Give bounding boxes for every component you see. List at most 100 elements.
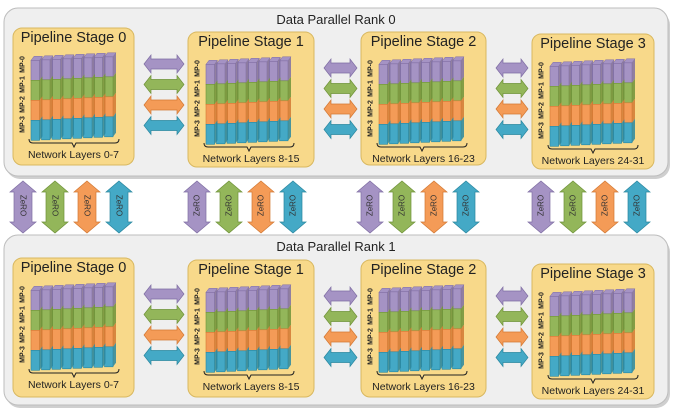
layer-slab-top [237,58,250,64]
zero-arrow-mp-2 [73,180,101,234]
layer-slab-mp-2 [237,330,247,352]
layer-slab-mp-2 [268,328,278,350]
layer-slab-mp-2 [93,97,103,118]
layer-slab-mp-2 [623,102,633,124]
layer-slab-mp-3 [591,353,601,375]
layer-slab-side [632,348,635,373]
layer-slab-side [102,323,106,348]
layer-slab-side [113,342,116,367]
pipeline-arrow-mp-3 [495,347,529,368]
layer-slab-side [408,79,412,104]
zero-label: ZeRO [429,194,439,217]
zero-arrow-mp-2 [247,180,275,234]
pipeline-stage-1 [187,259,315,398]
mp-label-3: MP-3 [367,348,375,365]
layer-slab-top [279,284,292,290]
layer-slab-side [60,325,64,350]
zero-label: ZeRO [256,194,266,217]
layer-slab-side [600,350,604,375]
layer-slab-side [440,117,443,142]
layer-slab-mp-0 [93,286,103,308]
layers-label: Network Layers 0-7 [27,379,120,391]
layer-slab-mp-3 [104,346,114,368]
layer-slab-mp-1 [72,78,82,99]
layer-slab-top [570,291,583,296]
layer-slab-mp-1 [237,310,247,332]
layer-slab-mp-1 [581,84,591,106]
pipeline-arrow-mp-3 [495,119,529,140]
layer-slab-side [419,286,422,311]
layer-slab-mp-0 [41,59,51,81]
zero-label: ZeRO [632,194,642,217]
layer-slab-side [50,75,53,100]
layers-brace [547,374,639,385]
layer-slab-side [461,116,464,141]
zero-label: ZeRO [536,194,546,217]
layer-slab-side [600,330,604,355]
layer-slab-mp-1 [410,310,420,332]
layer-slab-side [235,347,239,372]
layer-slab-top [623,288,636,294]
layer-slab-side [92,53,95,78]
layer-slab-top [226,59,239,64]
layer-slab-mp-2 [410,330,420,352]
layer-slab-side [579,101,583,126]
layer-slab-side [621,309,625,334]
layer-slab-side [429,118,433,143]
layer-slab-side [632,288,635,313]
layer-slab-side [288,284,291,309]
layers-brace [28,138,120,149]
layer-slab-side [50,55,53,80]
layer-slab-mp-3 [560,355,570,377]
layer-slab-mp-1 [570,85,580,106]
layer-slab-side [267,325,270,350]
layer-slab-side [277,117,281,142]
layer-slab-mp-1 [602,83,612,105]
layer-slab-top [226,287,239,292]
layer-slab-mp-2 [399,103,409,124]
layer-slab-mp-2 [72,98,82,119]
pipeline-arrow-mp-3 [143,115,185,136]
pipeline-stage-3 [531,263,655,400]
layer-slab-side [50,115,53,140]
layer-slab-side [429,346,433,371]
layer-slab-mp-3 [258,121,268,143]
layer-slab-mp-2 [41,99,51,121]
layer-slab-side [398,307,401,332]
layer-slab-side [60,115,64,140]
layer-slab-side [81,94,85,119]
layer-slab-mp-1 [279,308,289,330]
layer-slab-mp-1 [41,79,51,101]
layer-slab-side [611,119,614,144]
layer-slab-mp-1 [226,83,236,104]
layer-slab-side [225,347,228,372]
layer-slab-mp-0 [452,60,462,82]
layer-slab-mp-3 [30,120,40,141]
layer-slab-side [450,325,454,350]
layer-slab-side [461,56,464,81]
layer-slab-mp-0 [72,57,82,79]
pipeline-stage-2 [360,259,487,398]
layer-slab-mp-1 [216,83,226,105]
stage-title: Pipeline Stage 2 [370,262,477,278]
layer-slab-mp-3 [247,122,257,143]
layer-slab-top [30,286,43,291]
layer-slab-side [102,343,106,368]
layer-slab-side [408,327,412,352]
layer-slab-top [104,282,117,288]
layer-slab-mp-2 [431,101,441,123]
mp-label-3: MP-3 [538,122,546,139]
layer-slab-side [387,80,391,105]
layer-slab-mp-2 [279,100,289,122]
layer-slab-side [288,116,291,141]
layer-slab-mp-2 [279,328,289,350]
layer-slab-side [419,78,422,103]
layers-brace [28,368,120,379]
zero-arrow-mp-1 [559,180,587,234]
layer-slab-side [225,99,228,124]
layer-slab-mp-3 [237,122,247,144]
pipeline-arrow-mp-3 [143,345,185,366]
layer-slab-side [621,99,625,124]
layer-slab-mp-1 [431,81,441,103]
layer-slab-side [398,59,401,84]
